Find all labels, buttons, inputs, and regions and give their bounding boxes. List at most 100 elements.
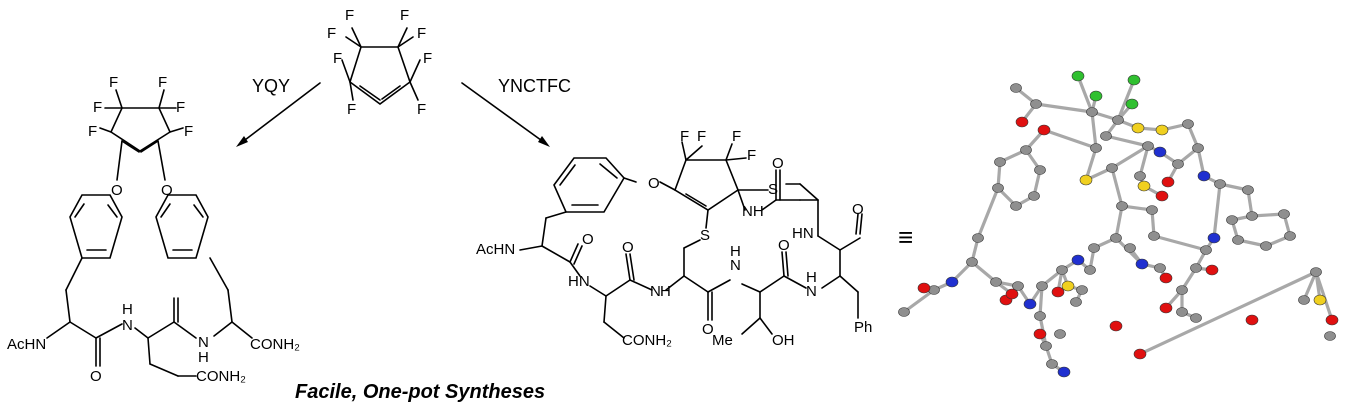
reaction-arrows xyxy=(236,82,550,147)
crystal-bond xyxy=(1110,144,1150,170)
crystal-bond xyxy=(1034,102,1094,114)
crystal-bond xyxy=(1076,74,1094,114)
right-o-6: O xyxy=(852,201,864,218)
right-sulfur-1: S xyxy=(768,181,778,198)
reagent-right-label: YNCTFC xyxy=(498,76,571,96)
crystal-bond xyxy=(1152,234,1208,252)
oxygen-atom xyxy=(1159,302,1173,314)
sulfur-atom xyxy=(1061,280,1075,292)
crystal-bond xyxy=(1212,182,1222,240)
right-nh-4: N xyxy=(806,283,817,300)
carbon-atom xyxy=(1034,311,1046,321)
nitrogen-atom xyxy=(1153,146,1167,158)
equivalence-symbol: ≡ xyxy=(898,222,913,252)
crystal-bond xyxy=(1042,128,1098,150)
carbon-atom xyxy=(1134,171,1146,181)
carbon-atom xyxy=(1154,263,1166,273)
carbon-atom xyxy=(1172,159,1184,169)
right-h-3: H xyxy=(730,243,741,260)
oxygen-atom xyxy=(1005,288,1019,300)
right-h-2: H xyxy=(660,283,671,300)
top-f-1: F xyxy=(345,7,354,24)
oxygen-atom xyxy=(1155,190,1169,202)
right-molecule: F F F F O S O NH S AcHN O HN O N H CONH₂… xyxy=(476,128,872,349)
top-f-2: F xyxy=(400,7,409,24)
left-side-chain: CONH₂ xyxy=(196,368,246,385)
carbon-atom xyxy=(1090,143,1102,153)
nitrogen-atom xyxy=(1197,170,1211,182)
crystal-bond xyxy=(1138,270,1318,356)
crystal-bond xyxy=(1114,204,1124,240)
right-nh-3: N xyxy=(730,257,741,274)
left-f-1: F xyxy=(109,74,118,91)
carbon-atom xyxy=(1028,191,1040,201)
carbon-atom xyxy=(972,233,984,243)
right-o-1: O xyxy=(772,155,784,172)
oxygen-atom xyxy=(917,282,931,294)
carbon-atom xyxy=(1056,265,1068,275)
right-o-3: O xyxy=(622,239,634,256)
right-side-chain: CONH₂ xyxy=(622,332,672,349)
oxygen-atom xyxy=(1109,320,1123,332)
left-f-3: F xyxy=(93,99,102,116)
right-hn-1: HN xyxy=(568,273,590,290)
carbon-atom xyxy=(1242,185,1254,195)
carbon-atom xyxy=(1030,99,1042,109)
right-o-2: O xyxy=(582,231,594,248)
left-molecule: F F F F F F O O AcHN N H N H O CONH₂ CON… xyxy=(7,74,300,385)
carbon-atom xyxy=(1086,107,1098,117)
sulfur-atom xyxy=(1137,180,1151,192)
top-f-5: F xyxy=(333,50,342,67)
left-o-3: O xyxy=(90,368,102,385)
crystal-bond xyxy=(1110,166,1124,208)
nitrogen-atom xyxy=(1023,298,1037,310)
right-hn-5: HN xyxy=(792,225,814,242)
nitrogen-atom xyxy=(1135,258,1149,270)
carbon-atom xyxy=(1200,245,1212,255)
carbon-atom xyxy=(1214,179,1226,189)
left-f-6: F xyxy=(184,123,193,140)
crystal-bond xyxy=(1038,284,1044,318)
carbon-atom xyxy=(1084,265,1096,275)
carbon-atom xyxy=(1182,119,1194,129)
carbon-atom xyxy=(1310,267,1322,277)
crystal-bond xyxy=(1084,146,1098,182)
carbon-atom xyxy=(1176,307,1188,317)
oxygen-atom xyxy=(1245,314,1259,326)
carbon-atom xyxy=(966,257,978,267)
oxygen-atom xyxy=(1205,264,1219,276)
top-f-4: F xyxy=(417,25,426,42)
carbon-atom xyxy=(1226,215,1238,225)
left-o-1: O xyxy=(111,182,123,199)
carbon-atom xyxy=(1088,243,1100,253)
fluorine-atom xyxy=(1125,98,1139,110)
right-f-2: F xyxy=(697,128,706,145)
nitrogen-atom xyxy=(1071,254,1085,266)
left-f-4: F xyxy=(176,99,185,116)
carbon-atom xyxy=(992,183,1004,193)
right-f-1: F xyxy=(680,128,689,145)
carbon-atom xyxy=(1190,263,1202,273)
perfluorocyclopentene: F F F F F F F F xyxy=(327,7,432,118)
carbon-atom xyxy=(1070,297,1082,307)
crystal-bond xyxy=(1302,270,1318,302)
carbon-atom xyxy=(1146,205,1158,215)
crystal-bond xyxy=(1104,134,1150,148)
carbon-atom xyxy=(1298,295,1310,305)
right-f-4: F xyxy=(747,147,756,164)
crystal-bond xyxy=(1090,110,1098,150)
sulfur-atom xyxy=(1155,124,1169,136)
left-h-2: H xyxy=(198,349,209,366)
left-nh-1: N xyxy=(122,317,133,334)
carbon-atom xyxy=(1036,281,1048,291)
right-ph: Ph xyxy=(854,319,872,336)
carbon-atom xyxy=(1010,83,1022,93)
nitrogen-atom xyxy=(1207,232,1221,244)
right-n-terminus: AcHN xyxy=(476,241,515,258)
carbon-atom xyxy=(1034,165,1046,175)
crystal-bond xyxy=(976,186,1000,240)
carbon-atom xyxy=(1116,201,1128,211)
right-o-4: O xyxy=(702,321,714,338)
top-f-3: F xyxy=(327,25,336,42)
